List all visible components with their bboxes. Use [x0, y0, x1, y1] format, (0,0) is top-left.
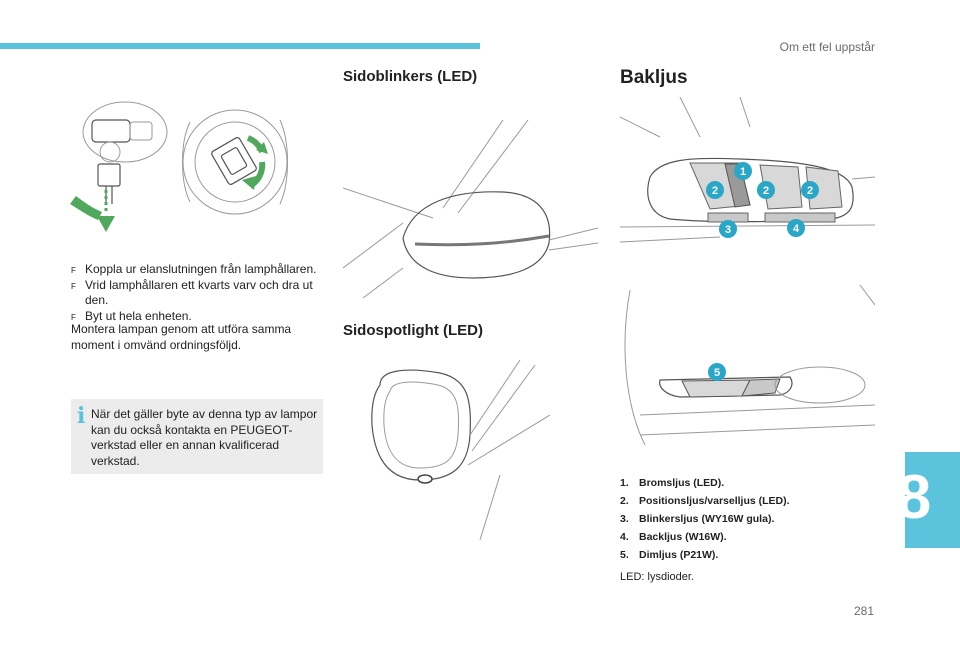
chapter-title: Om ett fel uppstår: [779, 40, 875, 54]
section-title-side-spotlight: Sidospotlight (LED): [343, 322, 483, 339]
fog-lamp-illustration: [70, 101, 288, 232]
list-item: 5.Dimljus (P21W).: [620, 549, 719, 561]
callout-1: 1: [740, 166, 746, 178]
side-spotlight-illustration: [371, 359, 550, 540]
rear-fog-light-illustration: 5: [624, 285, 875, 446]
callout-5: 5: [714, 367, 720, 379]
page-number: 281: [853, 604, 874, 618]
section-title-rear-lights: Bakljus: [620, 67, 688, 88]
callout-4: 4: [793, 223, 800, 235]
list-item: 1.Bromsljus (LED).: [620, 477, 725, 489]
info-icon: i: [77, 403, 86, 429]
chapter-number: 8: [896, 463, 932, 532]
reassembly-note: Montera lampan genom att utföra samma mo…: [71, 322, 292, 352]
chapter-tab: [905, 452, 960, 548]
list-item: 2.Positionsljus/varselljus (LED).: [620, 495, 790, 507]
callout-2b: 2: [763, 185, 769, 197]
callout-2c: 2: [807, 185, 813, 197]
list-item: 3.Blinkersljus (WY16W gula).: [620, 513, 775, 525]
rear-light-illustration: 1 2 2 2 3 4: [620, 97, 875, 243]
callout-3: 3: [725, 224, 731, 236]
side-indicator-illustration: [343, 119, 598, 298]
header-accent-bar: [0, 43, 480, 49]
list-item: 4.Backljus (W16W).: [620, 531, 727, 543]
callout-2a: 2: [712, 185, 718, 197]
led-note: LED: lysdioder.: [620, 571, 694, 583]
section-title-side-indicators: Sidoblinkers (LED): [343, 68, 478, 85]
rear-light-legend: 1.Bromsljus (LED). 2.Positionsljus/varse…: [620, 474, 890, 564]
info-text: När det gäller byte av denna typ av lamp…: [91, 407, 318, 468]
info-box: [71, 399, 323, 474]
